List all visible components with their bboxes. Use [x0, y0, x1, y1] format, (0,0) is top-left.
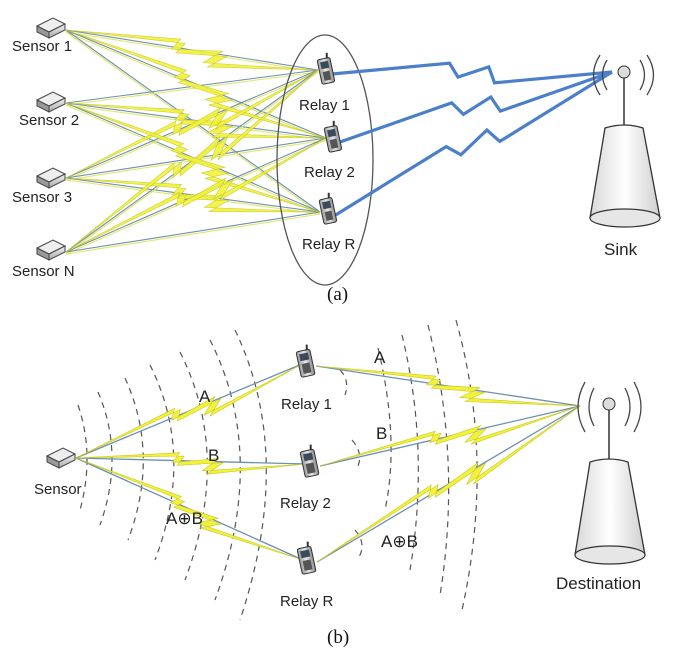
sensor-1-label: Sensor 1 [12, 38, 72, 55]
link-glow-2-1 [65, 71, 319, 106]
signal-label-b-second: B [376, 424, 387, 443]
caption-b: (b) [327, 627, 349, 648]
signal-label-axb-second: A⊕B [381, 532, 418, 551]
relay-1-icon [316, 52, 336, 85]
link-glow-4-3 [65, 213, 321, 255]
wavefront-arcs [77, 319, 478, 621]
relay-r-b-icon [296, 541, 317, 575]
sensor-3-label: Sensor 3 [12, 189, 72, 206]
relay-r-icon [318, 192, 338, 225]
link-sensor-4-relay-3 [65, 211, 321, 253]
signal-label-a-second: A [374, 348, 386, 367]
relay-3-destination-bolt [316, 405, 581, 563]
signal-label-a-first: A [199, 387, 211, 406]
sensor-2-label: Sensor 2 [19, 112, 79, 129]
relay-r-b-label: Relay R [280, 593, 334, 610]
relay-3-sink-link [333, 70, 613, 218]
relay-1-b-label: Relay 1 [281, 396, 332, 413]
sink-label: Sink [604, 240, 638, 259]
relay-r-label: Relay R [302, 236, 356, 253]
relay-2-b-icon [299, 444, 320, 478]
sensor-n-label: Sensor N [12, 263, 75, 280]
relay-2-b-label: Relay 2 [280, 495, 331, 512]
sensor-relay-bolts [65, 29, 327, 253]
panel-b: Sensor Relay 1 Relay 2 Relay R A B A⊕B A… [34, 319, 646, 648]
relay-path-bolts [75, 363, 581, 563]
sensor-1-icon [35, 17, 67, 39]
relay-2-label: Relay 2 [304, 164, 355, 181]
signal-label-axb-first: A⊕B [166, 509, 203, 528]
relay-2-sink-link [339, 70, 613, 144]
sensor-relay-bolt [65, 69, 319, 179]
relay-1-sink-link [331, 61, 613, 85]
caption-a: (a) [327, 284, 348, 305]
destination-antenna-icon [574, 381, 646, 565]
panel-a: Sensor 1 Sensor 2 Sensor 3 Sensor N Rela… [12, 17, 661, 305]
sensor-icon [45, 447, 77, 469]
sink-antenna-icon [589, 54, 661, 228]
sensor-label: Sensor [34, 481, 82, 498]
relay-2-icon [323, 120, 343, 153]
sensor-relay-bolt [65, 102, 321, 213]
signal-label-b-first: B [208, 446, 219, 465]
sensor-3-icon [35, 167, 67, 189]
sensor-n-icon [35, 239, 67, 261]
relay-path-links [75, 363, 581, 563]
relay-1-label: Relay 1 [299, 97, 350, 114]
relay-sink-links [331, 61, 613, 218]
sensor-2-icon [35, 91, 67, 113]
relay-cluster-ellipse [276, 34, 374, 286]
relay-1-b-icon [295, 344, 316, 378]
destination-label: Destination [556, 574, 641, 593]
